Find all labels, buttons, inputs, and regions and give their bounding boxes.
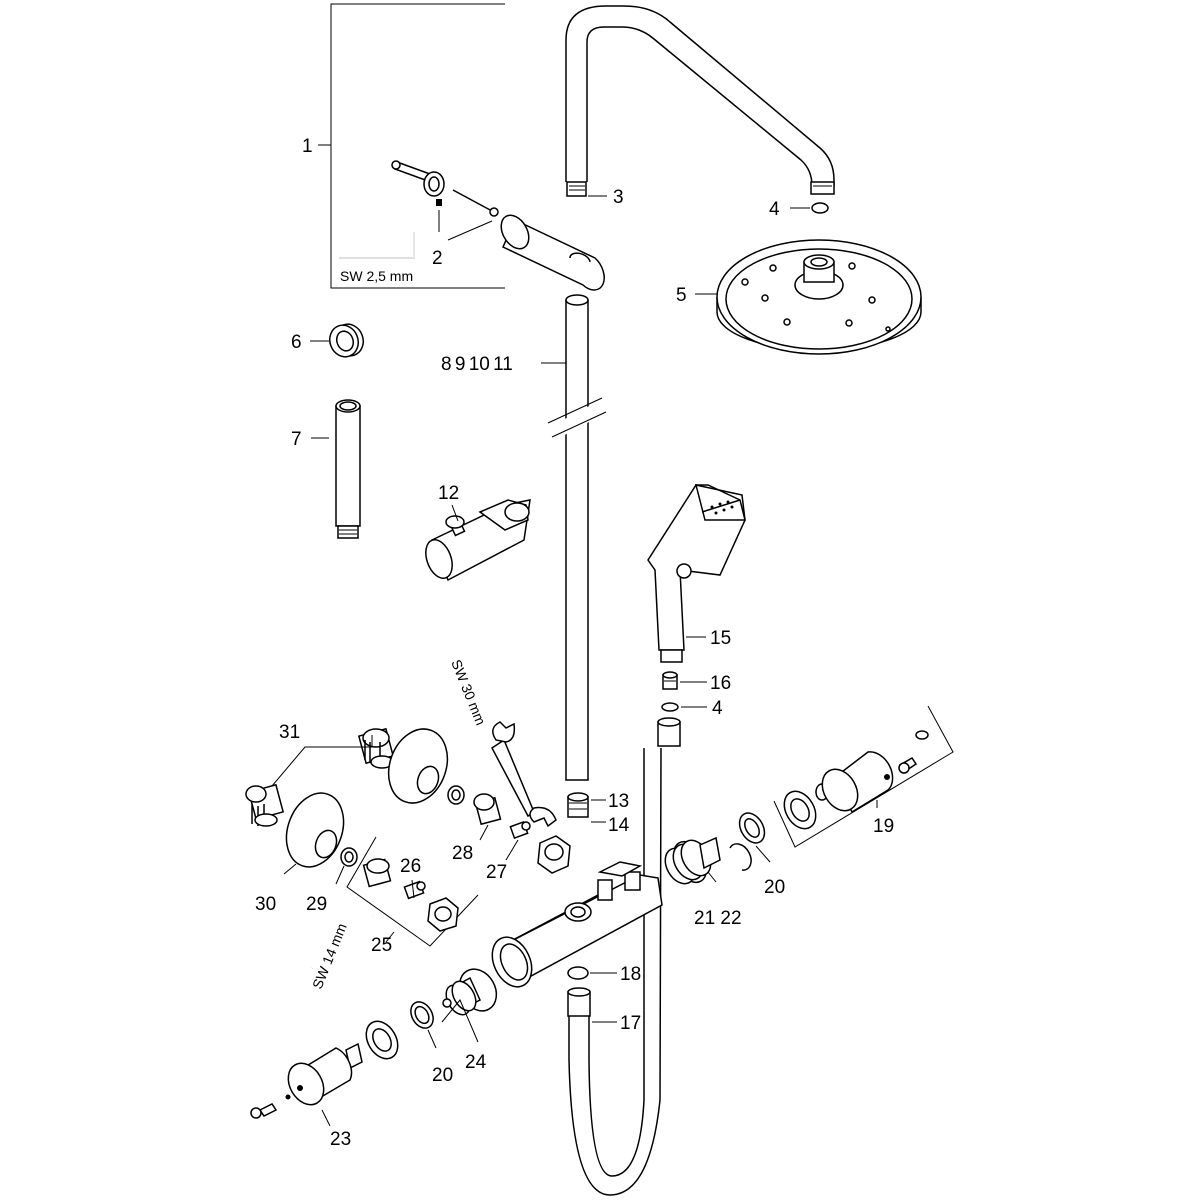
hex-key-small-icon [339,232,415,259]
ring-nut-icon [738,812,766,844]
rosette-ring-icon [329,323,364,358]
temperature-handle-icon [783,730,929,830]
leader-29 [335,865,345,885]
anchor-screw-icon [391,160,499,217]
part-label-4b: 4 [712,698,723,719]
overhead-shower-head-icon [716,239,922,355]
part-label-2: 2 [432,248,443,269]
part-label-29: 29 [306,894,327,915]
extension-pipe-icon [335,399,361,539]
part-label-6: 6 [291,332,302,353]
part-label-15: 15 [710,628,731,649]
part-label-13: 13 [608,791,629,812]
wall-bracket-icon [500,214,605,291]
leader-27 [505,839,519,861]
leader-31 [271,735,373,787]
part-label-7: 7 [291,429,302,450]
part-label-31: 31 [279,722,300,743]
part-label-26: 26 [400,856,421,877]
wall-rosette-2-icon [285,792,345,868]
part-label-4: 4 [769,199,780,220]
overhead-arm-icon [565,5,835,197]
leader-20a [755,845,771,863]
part-label-28: 28 [452,843,473,864]
part-label-20: 20 [764,877,785,898]
cartridge-thermostatic-icon [664,836,752,885]
part-label-23: 23 [330,1129,351,1150]
part-label-18: 18 [620,964,641,985]
adapter-nut-icon [567,792,589,818]
part-label-25: 25 [371,935,392,956]
part-label-30: 30 [255,894,276,915]
nipple-icon [473,793,502,826]
leader-30 [283,863,297,875]
part-label-8-11: 8 9 10 11 [441,354,513,375]
leader-2b [447,220,493,241]
flow-limiter-icon [662,671,678,690]
slider-holder-icon [425,499,531,582]
part-label-21-22: 21 22 [694,908,742,929]
leader-28 [479,824,489,841]
part-label-14: 14 [608,815,630,836]
shower-hose-icon [567,717,681,1196]
part-label-17: 17 [620,1013,641,1034]
s-union-icon [357,727,395,769]
part-label-20b: 20 [432,1065,453,1086]
part-label-5: 5 [676,285,687,306]
leader-12 [451,504,459,522]
leader-24 [441,999,479,1043]
check-valve-icon [509,821,531,839]
leader-26 [411,879,415,899]
s-union-2-icon [245,783,285,827]
wall-rosette-icon [387,728,449,804]
part-label-3: 3 [613,187,624,208]
shower-rail-icon [545,294,614,781]
part-label-19: 19 [873,816,894,837]
tool-label-hex-key-small: SW 2,5 mm [340,268,413,284]
leader-20b [427,1029,437,1049]
seal-ring-3-icon [567,966,589,980]
flow-cartridge-icon [442,968,498,1016]
hex-nut-icon [537,835,571,874]
ring-nut-2-icon [410,1001,434,1029]
part-label-1: 1 [302,136,313,157]
seal-ring-2-icon [661,702,679,712]
hex-key-large-icon [310,900,374,969]
part-label-12: 12 [438,483,459,504]
washer-2-icon [447,785,465,805]
washer-icon [340,847,358,867]
connector-kit-parts-icon [362,858,459,932]
thermostat-body-icon [491,861,663,988]
flow-handle-icon [250,1020,399,1119]
leader-21-22 [707,871,717,883]
hand-shower-icon [647,484,746,663]
part-label-27: 27 [486,862,507,883]
tool-label-hex-key-large: SW 14 mm [309,921,350,991]
leader-23 [321,1109,331,1127]
part-label-16: 16 [710,673,731,694]
seal-ring-icon [811,202,829,214]
mounting-kit-box [318,3,505,289]
part-label-24: 24 [465,1052,487,1073]
tool-label-wrench: SW 30 mm [448,657,489,727]
handle-kit-box [773,705,954,848]
wrench-icon [491,721,557,828]
